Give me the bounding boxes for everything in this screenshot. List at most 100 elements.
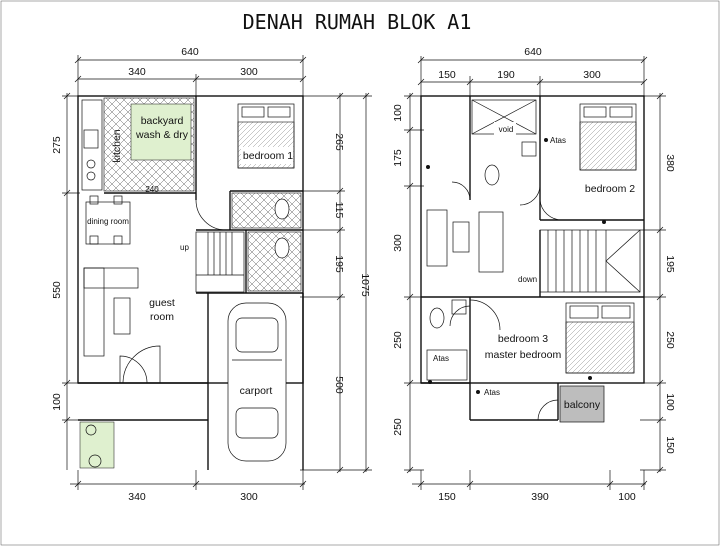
left-top-dim-2: 300 xyxy=(240,66,258,78)
left-top-total-dim: 640 xyxy=(181,46,199,58)
stove-burner-icon xyxy=(86,159,96,169)
right-top-dimension-lines xyxy=(417,56,648,96)
coffee-table-icon xyxy=(113,297,131,335)
right-plan-right-dim-2: 195 xyxy=(664,255,676,273)
left-bottom-dim-2: 300 xyxy=(240,491,258,503)
socket-icon xyxy=(588,376,592,380)
dining-chair-icon xyxy=(113,235,123,245)
right-plan-left-dim-3: 300 xyxy=(392,234,404,252)
washbasin-icon xyxy=(451,299,467,315)
balcony-label: balcony xyxy=(564,399,601,411)
pillow-icon xyxy=(241,106,265,118)
left-side-dim-3: 100 xyxy=(51,393,63,411)
right-plan-right-dimension-lines xyxy=(640,92,666,474)
sofa-side-icon xyxy=(83,267,105,357)
right-bottom-dimension-lines xyxy=(412,470,648,490)
plan-title: DENAH RUMAH BLOK A1 xyxy=(243,10,472,34)
socket-icon xyxy=(602,220,606,224)
bathroom-upper-floor xyxy=(231,192,302,229)
kitchen-label: kitchen xyxy=(111,129,123,162)
right-side-dim-1: 265 xyxy=(333,133,345,151)
carport-label: carport xyxy=(240,385,273,397)
left-top-dimension-lines xyxy=(74,55,307,96)
toilet-icon xyxy=(274,237,290,259)
atas-label-2: Atas xyxy=(433,354,449,363)
bedroom-door-icon[interactable] xyxy=(195,199,227,231)
right-top-dim-2: 190 xyxy=(497,69,515,81)
bathroom-door-icon[interactable] xyxy=(451,181,471,201)
atas-label-1: Atas xyxy=(550,136,566,145)
right-side-dim-3: 195 xyxy=(333,255,345,273)
bedroom-door-icon[interactable] xyxy=(469,299,501,331)
front-door-icon[interactable] xyxy=(122,345,161,384)
bedroom-2-label: bedroom 2 xyxy=(585,183,635,195)
right-plan-right-dim-5: 150 xyxy=(664,436,676,454)
right-bottom-dim-3: 100 xyxy=(618,491,636,503)
balcony-door-icon[interactable] xyxy=(537,399,559,421)
right-plan-left-dim-2: 175 xyxy=(392,149,404,167)
left-bottom-dim-1: 340 xyxy=(128,491,146,503)
bathroom-door-icon[interactable] xyxy=(519,184,541,206)
front-garden xyxy=(79,421,115,469)
washbasin-icon xyxy=(521,141,537,157)
master-bedroom-label: master bedroom xyxy=(485,349,562,361)
coffee-table-icon xyxy=(452,221,470,253)
right-plan-left-dim-5: 250 xyxy=(392,418,404,436)
socket-icon xyxy=(476,390,480,394)
right-plan-right-dim-4: 100 xyxy=(664,393,676,411)
right-top-total-dim: 640 xyxy=(524,46,542,58)
right-plan-left-dim-4: 250 xyxy=(392,331,404,349)
stove-burner-icon xyxy=(86,171,96,181)
socket-icon xyxy=(544,138,548,142)
backyard-label: backyard xyxy=(141,115,184,127)
right-side-dim-2: 115 xyxy=(333,202,345,219)
pillow-icon xyxy=(583,106,607,118)
right-side-dimension-lines xyxy=(300,92,372,474)
wardrobe-icon xyxy=(426,349,468,381)
ground-floor-walls xyxy=(77,95,304,470)
left-bottom-dimension-lines xyxy=(70,470,307,490)
plant-icon xyxy=(88,454,102,468)
dining-room-label: dining room xyxy=(87,217,129,226)
plant-icon xyxy=(85,424,97,436)
wash-dry-label: wash & dry xyxy=(135,129,189,141)
left-side-dimension-lines xyxy=(62,92,80,470)
sofa-top-icon xyxy=(83,267,139,289)
blanket-icon xyxy=(579,121,637,171)
ground-floor-plan: 640 340 300 340 300 275 550 100 xyxy=(51,46,372,503)
left-top-dim-1: 340 xyxy=(128,66,146,78)
tv-cabinet-icon xyxy=(426,209,448,267)
pillow-icon xyxy=(569,305,599,319)
right-side-total-dim: 1075 xyxy=(359,273,371,297)
backyard-garden xyxy=(130,103,192,161)
right-bottom-dim-1: 150 xyxy=(438,491,456,503)
dining-chair-icon xyxy=(89,195,99,205)
right-plan-right-dim-1: 380 xyxy=(664,154,676,172)
stairs-icon xyxy=(195,231,245,293)
bed-label-backdrop xyxy=(241,147,293,164)
void-label-backdrop xyxy=(494,122,516,135)
kitchen-counter xyxy=(81,99,103,191)
dining-table-icon xyxy=(85,201,131,245)
pillow-icon xyxy=(267,106,291,118)
stairs-down-label: down xyxy=(518,275,537,284)
car-icon xyxy=(227,302,287,462)
stairs-up-label: up xyxy=(180,243,189,252)
right-bottom-dim-2: 390 xyxy=(531,491,549,503)
bedroom-door-icon[interactable] xyxy=(539,199,563,221)
left-side-dim-1: 275 xyxy=(51,136,63,154)
guest-label-line2: room xyxy=(150,311,174,323)
dining-chair-icon xyxy=(113,195,123,205)
socket-icon xyxy=(428,380,432,384)
sofa-icon xyxy=(478,211,504,273)
backyard-width-note: 240 xyxy=(145,185,159,194)
bathroom-door-icon[interactable] xyxy=(449,305,471,327)
right-top-dim-1: 150 xyxy=(438,69,456,81)
front-door-icon[interactable] xyxy=(119,355,148,384)
toilet-icon xyxy=(484,164,500,186)
pillow-icon xyxy=(609,106,633,118)
socket-icon xyxy=(426,165,430,169)
blanket-icon xyxy=(565,321,635,374)
pillow-icon xyxy=(601,305,631,319)
